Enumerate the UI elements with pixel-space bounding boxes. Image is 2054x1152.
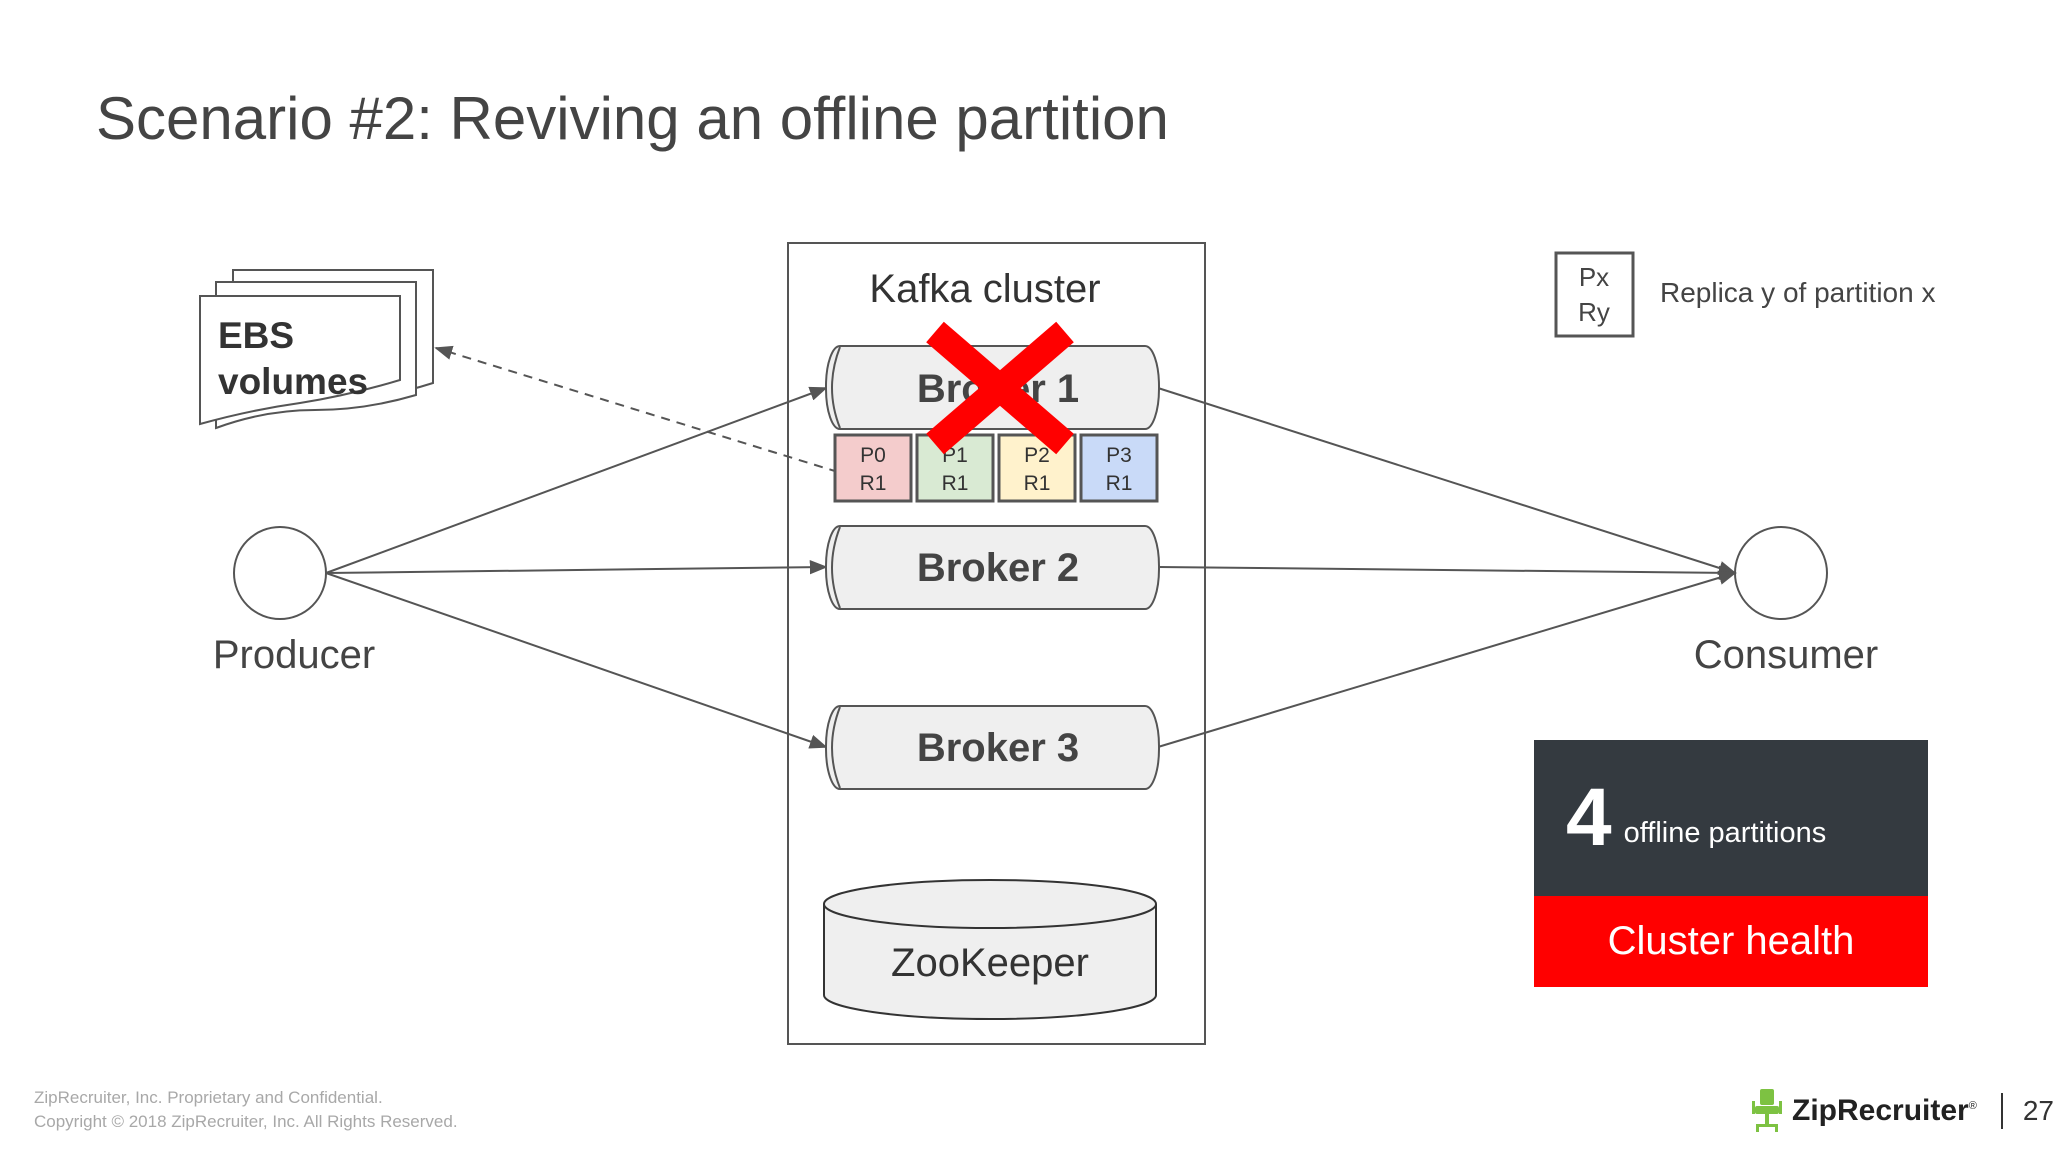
legend-text: Replica y of partition x — [1660, 277, 1935, 308]
cluster-health-card: 4 offline partitions Cluster health — [1534, 740, 1928, 987]
footer-line-2: Copyright © 2018 ZipRecruiter, Inc. All … — [34, 1112, 458, 1131]
logo-text: ZipRecruiter® — [1792, 1094, 1977, 1127]
broker-1-to-consumer-arrow — [1157, 387, 1737, 575]
slide-title: Scenario #2: Reviving an offline partiti… — [96, 85, 1169, 152]
svg-text:Px: Px — [1579, 262, 1609, 292]
producer-node — [233, 526, 327, 620]
replica-p0-r1: P0 R1 — [833, 433, 913, 503]
zookeeper-label: ZooKeeper — [891, 941, 1089, 985]
page-number: 27 — [2022, 1095, 2054, 1126]
broker-3-to-consumer-arrow — [1157, 570, 1737, 748]
cluster-health-title: Cluster health — [1534, 896, 1928, 987]
svg-text:Ry: Ry — [1578, 297, 1610, 327]
offline-partitions-label: offline partitions — [1623, 816, 1827, 849]
offline-partitions-panel: 4 offline partitions — [1534, 740, 1928, 896]
broker-2: Broker 2 — [825, 525, 1160, 610]
ebs-volumes: EBS volumes — [199, 269, 434, 430]
svg-text:R1: R1 — [942, 472, 969, 495]
broker-3: Broker 3 — [825, 705, 1160, 790]
broker-2-label: Broker 2 — [917, 546, 1079, 590]
broker-2-to-consumer-arrow — [1157, 565, 1737, 581]
logo-separator — [2000, 1093, 2003, 1129]
legend: Px Ry Replica y of partition x — [1554, 251, 1935, 338]
svg-text:P3: P3 — [1106, 444, 1132, 467]
chair-icon — [1752, 1089, 1782, 1132]
offline-partitions-count: 4 — [1566, 772, 1612, 863]
kafka-cluster-label: Kafka cluster — [869, 267, 1100, 311]
replica-p1-r1: P1 R1 — [915, 433, 995, 503]
zookeeper-cylinder: ZooKeeper — [823, 879, 1157, 1020]
replica-boxes: P0 R1 P1 R1 P2 R1 P3 R1 — [833, 433, 1159, 503]
broker-1-offline-x-icon — [926, 321, 1074, 455]
kafka-cluster-box — [787, 242, 1206, 1045]
ebs-label-line2: volumes — [218, 361, 368, 402]
footer: ZipRecruiter, Inc. Proprietary and Confi… — [34, 1086, 458, 1134]
replica-p3-r1: P3 R1 — [1079, 433, 1159, 503]
svg-text:R1: R1 — [860, 472, 887, 495]
producer-label: Producer — [213, 633, 375, 677]
consumer-label: Consumer — [1694, 633, 1879, 677]
producer-to-broker-2-arrow — [325, 559, 828, 575]
ziprecruiter-logo: ZipRecruiter® 27 — [1752, 1088, 2054, 1134]
replicas-to-ebs-dashed-arrow — [434, 345, 839, 473]
footer-line-1: ZipRecruiter, Inc. Proprietary and Confi… — [34, 1088, 383, 1107]
svg-text:P0: P0 — [860, 444, 886, 467]
legend-replica-box — [1554, 251, 1635, 338]
svg-text:R1: R1 — [1024, 472, 1051, 495]
broker-3-label: Broker 3 — [917, 726, 1079, 770]
connections — [325, 345, 1737, 749]
ebs-label-line1: EBS — [218, 315, 294, 356]
svg-text:P2: P2 — [1024, 444, 1050, 467]
consumer-node — [1734, 526, 1828, 620]
producer-to-broker-3-arrow — [325, 572, 828, 749]
svg-text:R1: R1 — [1106, 472, 1133, 495]
producer-to-broker-1-arrow — [325, 386, 828, 574]
